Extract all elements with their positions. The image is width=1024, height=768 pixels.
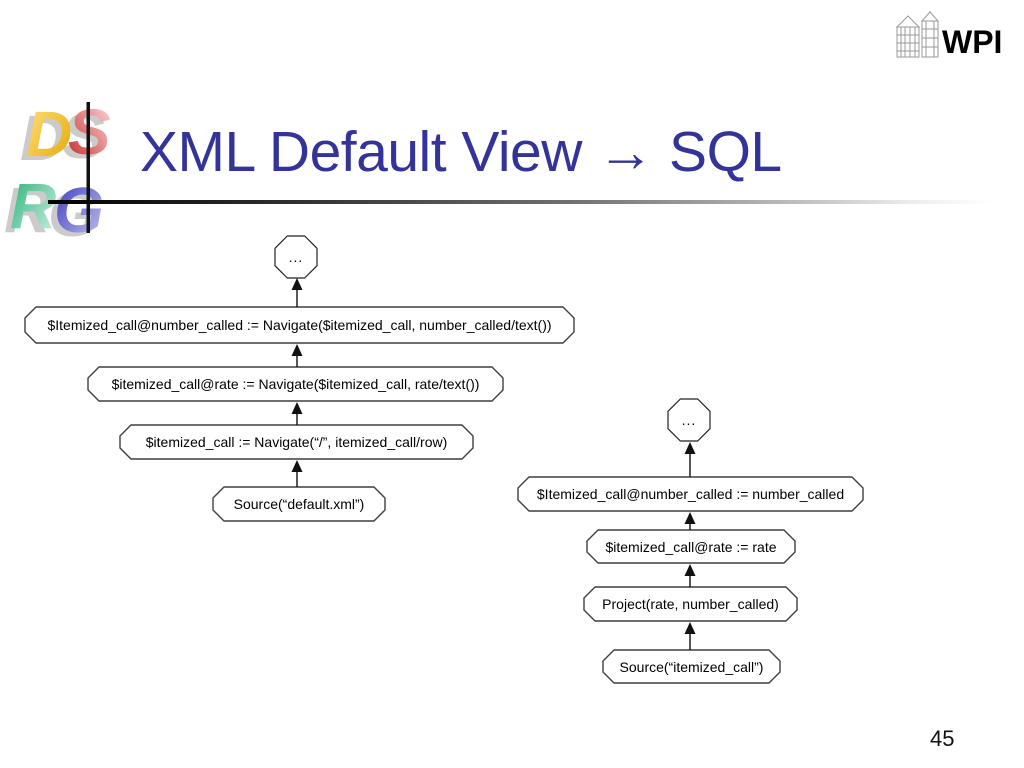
plan-node-box — [119, 424, 474, 460]
wpi-logo: WPI — [895, 11, 1002, 60]
dsrg-logo: DS RG D S R G — [4, 96, 111, 240]
plan-node-label: Source(“itemized_call”) — [619, 658, 764, 675]
ellipsis-label-right: ... — [681, 412, 697, 428]
ellipsis-node — [274, 235, 318, 279]
plan-node-label: Source(“default.xml”) — [233, 496, 365, 512]
plan-node-box — [583, 586, 798, 622]
plan-node-label: $Itemized_call@number_called := Navigate… — [47, 317, 552, 333]
svg-text:R: R — [4, 174, 50, 240]
ellipsis-label-left: ... — [288, 249, 304, 265]
wpi-towers-icon — [895, 11, 940, 58]
logo-cross-vertical-line — [86, 102, 90, 233]
dsrg-letter-d: D — [26, 98, 72, 170]
svg-text:D: D — [20, 102, 66, 174]
plan-node-box — [602, 649, 781, 684]
page-number: 45 — [930, 726, 955, 751]
plan-node-box — [517, 476, 864, 512]
plan-node-label: Project(rate, number_called) — [602, 596, 779, 612]
plan-node-label: $itemized_call@rate := rate — [605, 538, 777, 555]
dsrg-letter-g: G — [54, 174, 104, 240]
plan-node-box — [24, 306, 575, 344]
svg-text:S: S — [62, 100, 105, 172]
wpi-text: WPI — [942, 24, 1002, 60]
ellipsis-node — [667, 398, 711, 442]
plan-node-label: $Itemized_call@number_called := number_c… — [536, 486, 845, 502]
plan-node-box — [212, 486, 386, 522]
page-title: XML Default View → SQL — [140, 120, 782, 184]
plan-node-box — [87, 366, 504, 402]
plan-node-label: $itemized_call@rate := Navigate($itemize… — [111, 376, 480, 392]
title-underline — [48, 200, 992, 204]
plan-node-box — [586, 529, 796, 564]
up-arrowheads — [291, 278, 696, 634]
plan-node-label: $itemized_call := Navigate(“/”, itemized… — [145, 434, 448, 450]
up-arrows — [296, 288, 691, 650]
dsrg-letter-r: R — [10, 170, 56, 240]
